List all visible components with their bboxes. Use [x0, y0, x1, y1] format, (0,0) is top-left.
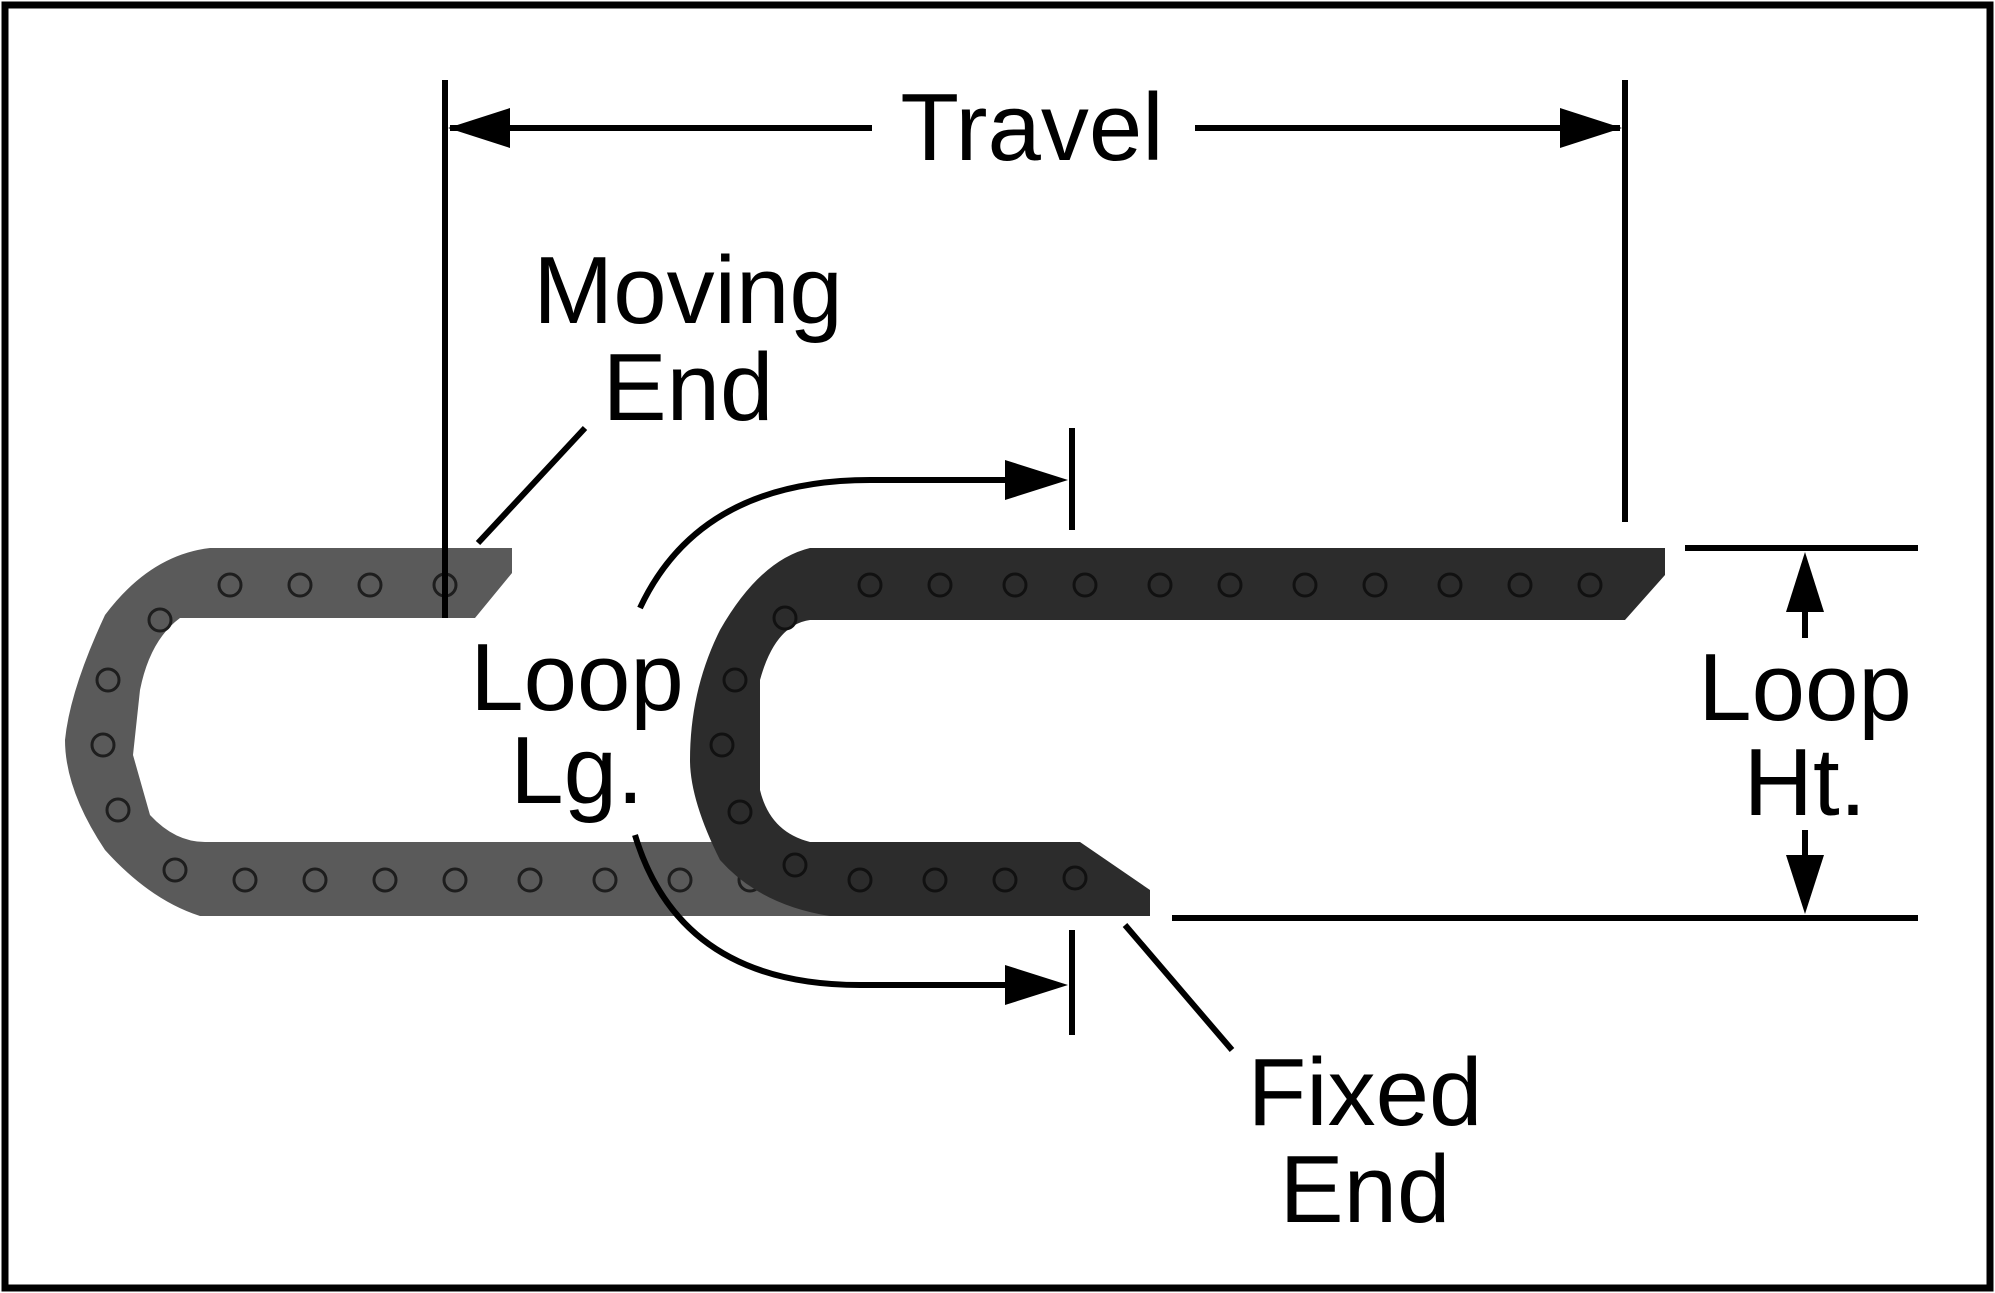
travel-label-backdrop: [878, 70, 1190, 180]
fixed-chain: [690, 548, 1665, 916]
loop-length-label-line1: Loop: [470, 624, 684, 731]
moving-end-leader: [475, 425, 588, 546]
travel-arrowheads: [448, 108, 1622, 148]
moving-chain-links: [90, 572, 763, 893]
moving-end-label-line2: End: [603, 334, 774, 441]
moving-end-label-line1: Moving: [533, 237, 842, 344]
loop-length-dimension: [632, 428, 1075, 1035]
fixed-end-label-line1: Fixed: [1248, 1039, 1483, 1146]
travel-dimension: [442, 80, 1628, 618]
fixed-end-leader: [1122, 923, 1235, 1052]
loop-length-label-line2: Lg.: [510, 717, 643, 824]
fixed-end-label-line2: End: [1280, 1136, 1451, 1243]
fixed-chain-links: [709, 572, 1603, 893]
loop-height-arrowheads: [1786, 552, 1824, 914]
loop-height-label-line2: Ht.: [1744, 729, 1867, 836]
loop-height-dimension: [1172, 545, 1918, 921]
loop-length-arrowheads: [1005, 460, 1068, 1005]
loop-height-label-line1: Loop: [1698, 634, 1912, 741]
travel-label: Travel: [900, 74, 1163, 181]
fixed-chain-body: [690, 548, 1665, 916]
